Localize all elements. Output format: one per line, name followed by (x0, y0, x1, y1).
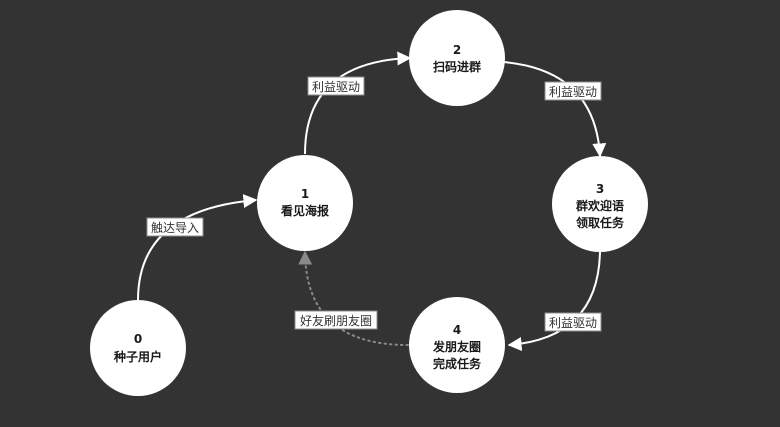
node-2[interactable]: 2 扫码进群 (409, 10, 505, 106)
node-label-line-2: 完成任务 (433, 356, 482, 371)
node-number: 3 (596, 182, 604, 196)
edge-label-4-1: 好友刷朋友圈 (294, 310, 378, 330)
node-number: 2 (453, 43, 461, 57)
node-0[interactable]: 0 种子用户 (90, 300, 186, 396)
node-number: 4 (453, 323, 461, 337)
edge-label-3-4: 利益驱动 (544, 312, 602, 332)
edge-label-text: 好友刷朋友圈 (300, 314, 372, 328)
node-4[interactable]: 4 发朋友圈 完成任务 (409, 297, 505, 393)
node-label-line-1: 发朋友圈 (432, 339, 481, 354)
node-number: 1 (301, 187, 309, 201)
node-label-line-1: 群欢迎语 (575, 198, 624, 213)
node-label: 种子用户 (113, 349, 162, 364)
edge-label-text: 触达导入 (151, 221, 199, 235)
node-1[interactable]: 1 看见海报 (257, 155, 353, 251)
edge-2-3 (502, 61, 607, 158)
edge-label-1-2: 利益驱动 (307, 76, 365, 96)
edges (137, 51, 607, 351)
node-label: 看见海报 (281, 203, 329, 218)
edge-label-text: 利益驱动 (549, 316, 597, 330)
edge-label-text: 利益驱动 (312, 80, 360, 94)
node-label: 扫码进群 (433, 59, 481, 74)
node-number: 0 (134, 332, 142, 346)
edge-label-text: 利益驱动 (549, 85, 597, 99)
edge-1-2 (304, 51, 412, 155)
nodes: 0 种子用户 1 看见海报 2 扫码进群 3 群欢迎语 领取任务 4 (90, 10, 648, 396)
node-3[interactable]: 3 群欢迎语 领取任务 (552, 156, 648, 252)
edge-labels: 触达导入 利益驱动 利益驱动 利益驱动 好友刷朋友圈 (146, 76, 602, 332)
node-label-line-2: 领取任务 (576, 215, 625, 230)
edge-label-0-1: 触达导入 (146, 217, 204, 237)
edge-label-2-3: 利益驱动 (544, 81, 602, 101)
edge-0-1 (137, 194, 258, 301)
edge-4-1 (298, 250, 409, 346)
